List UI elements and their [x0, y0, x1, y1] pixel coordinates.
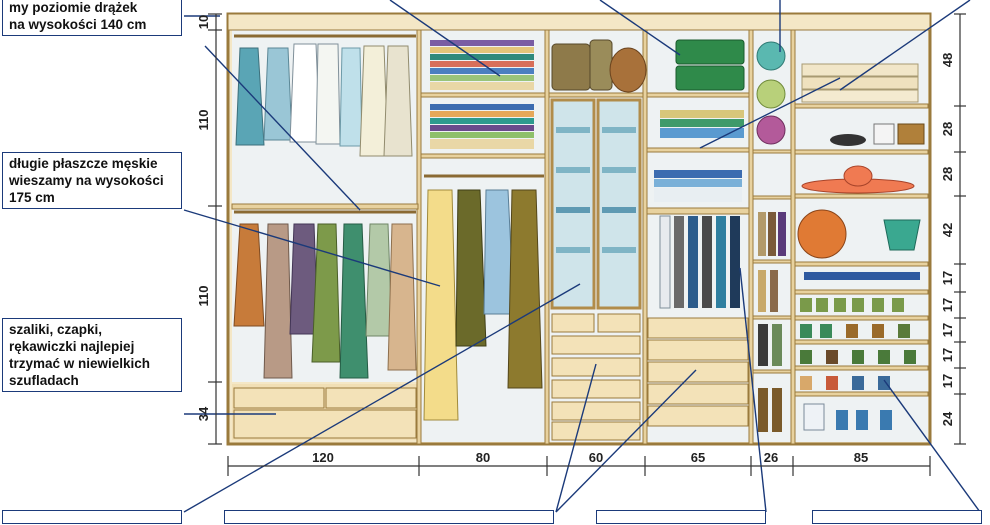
dividers: [416, 13, 796, 445]
folded-stack-5: [654, 170, 742, 202]
dim-height-right-1: 48: [940, 53, 955, 67]
shoes: [800, 298, 916, 431]
folded-stack-top: [430, 40, 534, 90]
callout-scarves: szaliki, czapki, rękawiczki najlepiej tr…: [2, 318, 182, 392]
callout-bottom-3: [596, 510, 766, 524]
right-dimension-labels: 48 28 28 42 17 17 17 17 17 24: [940, 53, 955, 426]
dim-height-right-4: 42: [940, 223, 955, 237]
leader-lines: [183, 0, 981, 513]
callout-bottom-4: [812, 510, 982, 524]
dim-width-5: 26: [764, 450, 778, 465]
dim-left-2: 110: [196, 110, 211, 131]
dim-width-1: 120: [312, 450, 334, 465]
shoe-section-shelves: [794, 103, 929, 397]
dimension-right: [954, 13, 966, 445]
glass-doors: [550, 98, 642, 310]
drawers-right: [647, 317, 749, 427]
folded-stack-mid: [430, 104, 534, 149]
shelf-2a: [420, 92, 546, 98]
dim-left-3: 110: [196, 286, 211, 307]
shelf-3a: [548, 92, 644, 98]
folded-sweaters: [801, 63, 919, 103]
box-long: [804, 272, 920, 280]
dimension-bottom: [227, 456, 931, 476]
hats: [801, 123, 925, 194]
dim-height-right-7: 17: [940, 323, 955, 337]
shelf-4b: [646, 147, 750, 153]
dim-height-right-10: 24: [940, 411, 955, 426]
callout-bottom-1: [2, 510, 182, 524]
folded-stack-4: [660, 110, 744, 138]
dim-left-1: 10: [196, 15, 211, 29]
drawers-center: [551, 313, 641, 441]
shelf-2b: [420, 153, 546, 159]
top-panel: [227, 13, 931, 31]
narrow-items: [758, 212, 786, 432]
dim-height-right-6: 17: [940, 298, 955, 312]
narrow-shelves: [752, 149, 792, 374]
dim-width-2: 80: [476, 450, 490, 465]
bottom-dimension-labels: 120 80 60 65 26 85: [312, 450, 868, 465]
callout-bottom-2: [224, 510, 554, 524]
dim-height-right-9: 17: [940, 374, 955, 388]
dim-height-right-5: 17: [940, 271, 955, 285]
trousers: [659, 215, 740, 309]
coats: [423, 189, 543, 421]
dim-width-4: 65: [691, 450, 705, 465]
shelf-left-mid: [231, 203, 419, 210]
dim-height-right-8: 17: [940, 348, 955, 362]
bag-small: [883, 219, 921, 251]
callout-coats: długie płaszcze męskie wieszamy na wysok…: [2, 152, 182, 209]
suitcases: [675, 39, 745, 91]
short-garments-upper: [235, 43, 413, 157]
hat-rolls: [756, 41, 786, 145]
dim-height-right-3: 28: [940, 167, 955, 181]
trouser-rack: [646, 207, 750, 215]
dim-height-right-2: 28: [940, 122, 955, 136]
dim-width-3: 60: [589, 450, 603, 465]
dim-width-6: 85: [854, 450, 868, 465]
dim-left-4: 34: [196, 406, 211, 421]
long-garments-lower: [233, 223, 417, 379]
bags: [551, 39, 647, 93]
callout-rod-height: my poziomie drążek na wysokości 140 cm: [2, 0, 182, 36]
dimension-left: [208, 13, 222, 445]
shelf-4a: [646, 92, 750, 98]
ball: [797, 209, 847, 259]
